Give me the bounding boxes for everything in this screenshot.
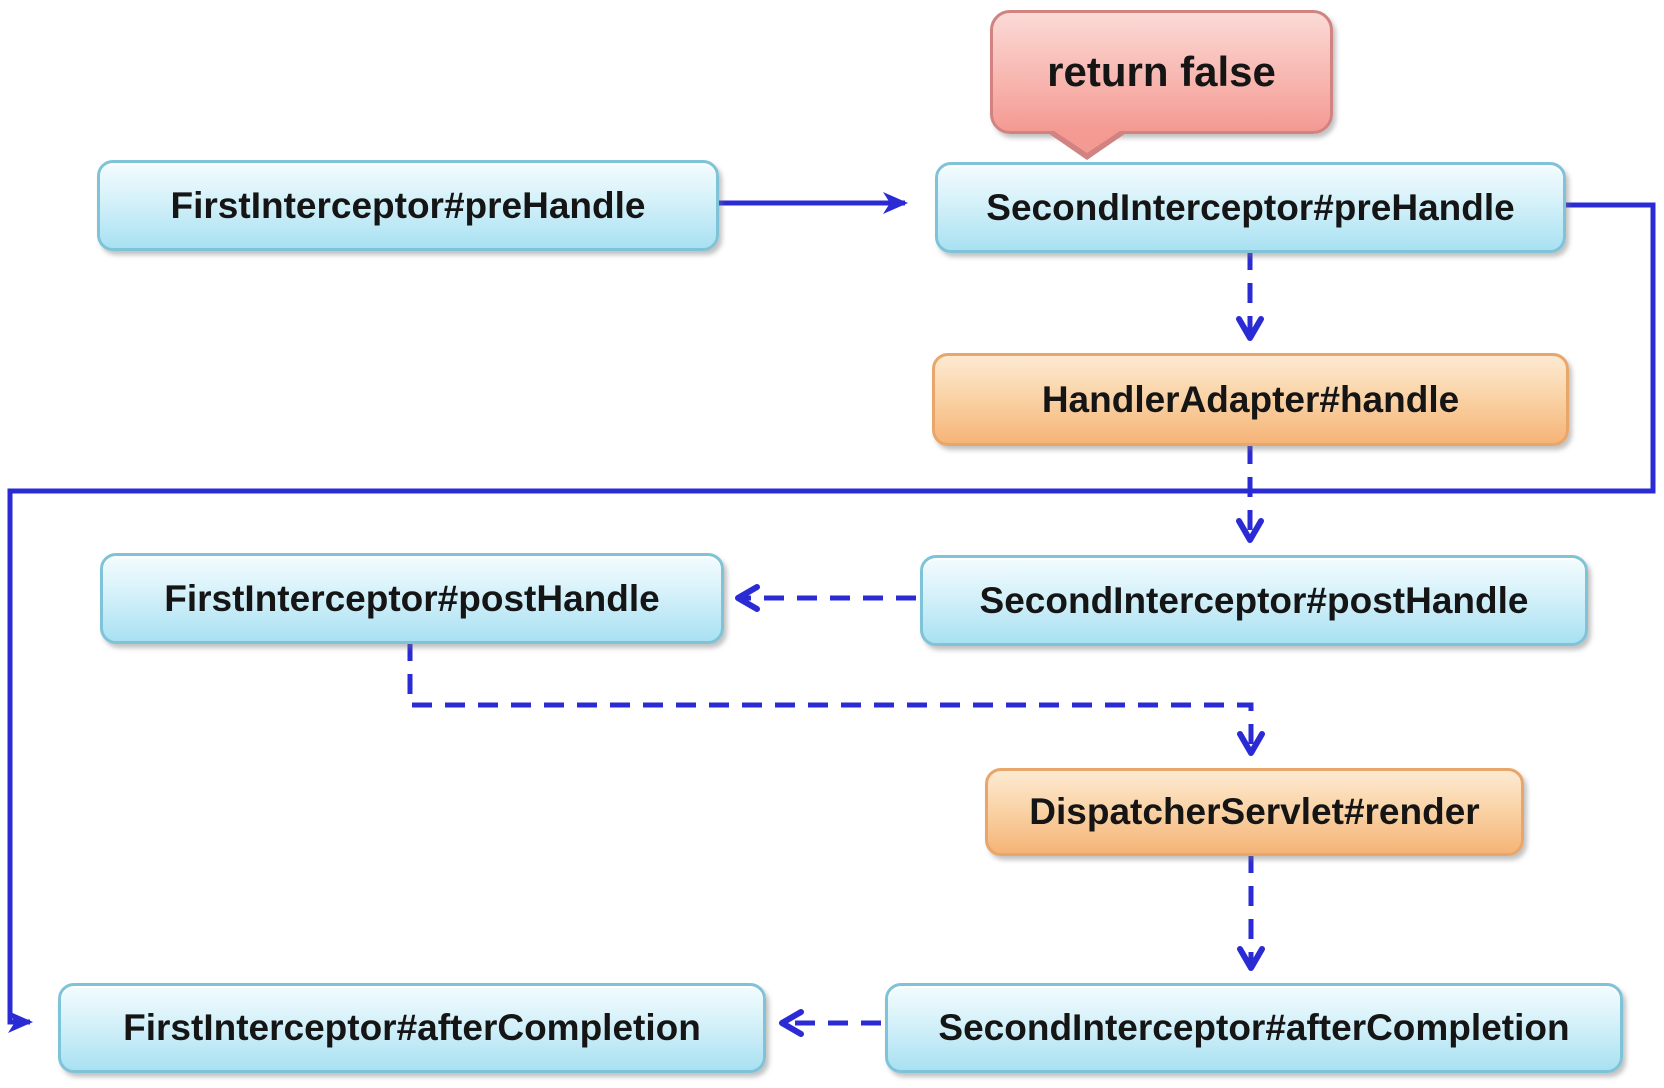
node-dispatcher-servlet-render: DispatcherServlet#render: [985, 768, 1524, 856]
edge-return-false-bypass: [7, 202, 1656, 1033]
node-first-interceptor-posthandle: FirstInterceptor#postHandle: [100, 553, 724, 644]
return-false-callout: return false: [990, 10, 1333, 160]
node-first-interceptor-aftercompletion: FirstInterceptor#afterCompletion: [58, 983, 766, 1073]
node-second-interceptor-aftercompletion: SecondInterceptor#afterCompletion: [885, 983, 1623, 1073]
node-first-interceptor-prehandle: FirstInterceptor#preHandle: [97, 160, 719, 251]
node-second-interceptor-posthandle: SecondInterceptor#postHandle: [920, 555, 1588, 646]
node-handler-adapter-handle: HandlerAdapter#handle: [932, 353, 1569, 446]
callout-tail-fill: [1051, 129, 1123, 153]
edge-firstpost-to-dispatcher: [407, 641, 1265, 756]
return-false-label: return false: [1047, 48, 1276, 95]
node-second-interceptor-prehandle: SecondInterceptor#preHandle: [935, 162, 1566, 253]
